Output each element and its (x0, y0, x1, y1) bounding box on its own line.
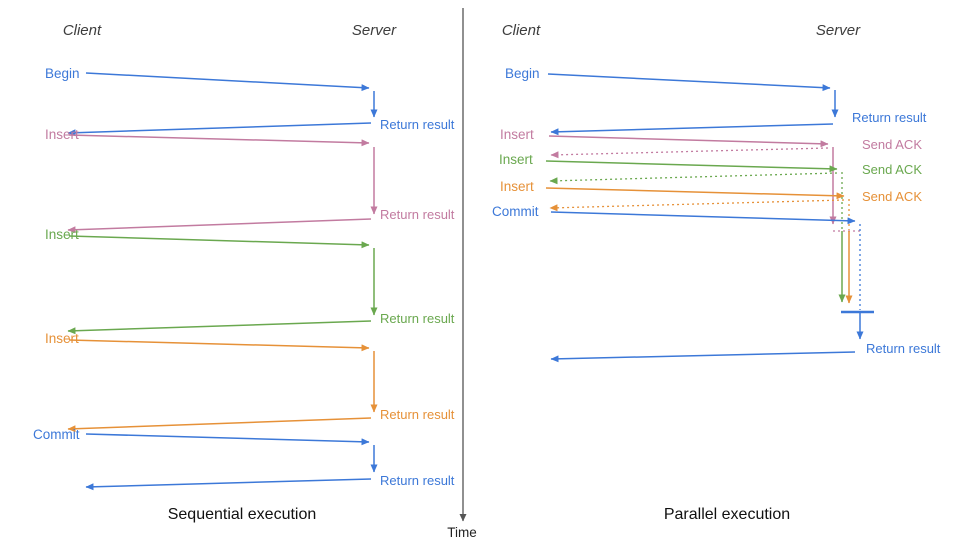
par-insert3-request-arrow (545, 187, 845, 200)
par-commit-exchange: Commit Return result (492, 204, 941, 363)
sequential-server-header: Server (352, 22, 397, 39)
seq-commit-exchange: Commit Return result (33, 427, 455, 491)
par-commit-request-arrow (550, 211, 856, 225)
parallel-panel: Client Server Begin Return result Insert… (492, 22, 941, 523)
sequential-panel: Client Server Begin Return result Insert… (33, 22, 455, 523)
par-insert2-ack-arrow (549, 172, 838, 185)
seq-insert2-return-arrow (67, 320, 372, 335)
seq-insert3-return-arrow (67, 417, 372, 433)
par-commit-return-arrow (550, 351, 856, 363)
seq-insert2-exchange: Insert Return result (45, 227, 455, 335)
time-axis-label: Time (447, 525, 477, 540)
sequential-client-header: Client (63, 22, 102, 39)
par-insert1-request-arrow (548, 135, 829, 148)
seq-begin-label: Begin (45, 66, 80, 81)
par-insert1-exchange: Insert Send ACK (500, 127, 922, 232)
par-insert1-ack-arrow (550, 147, 829, 159)
seq-commit-response-label: Return result (380, 473, 455, 488)
par-insert2-response-label: Send ACK (862, 162, 922, 177)
seq-insert1-label: Insert (45, 127, 79, 142)
sequential-caption: Sequential execution (168, 506, 317, 523)
seq-commit-label: Commit (33, 427, 80, 442)
seq-begin-return-arrow (67, 122, 372, 137)
seq-begin-response-label: Return result (380, 117, 455, 132)
seq-insert3-response-label: Return result (380, 407, 455, 422)
seq-insert3-exchange: Insert Return result (45, 331, 455, 433)
seq-insert1-exchange: Insert Return result (45, 127, 455, 234)
par-insert3-exchange: Insert Send ACK (500, 179, 922, 304)
seq-begin-request-arrow (85, 72, 370, 92)
par-insert2-exchange: Insert Send ACK (499, 152, 922, 303)
seq-begin-exchange: Begin Return result (45, 66, 455, 137)
par-insert3-response-label: Send ACK (862, 189, 922, 204)
par-insert3-label: Insert (500, 179, 534, 194)
par-begin-response-label: Return result (852, 110, 927, 125)
seq-insert1-return-arrow (67, 218, 372, 234)
par-begin-request-arrow (547, 73, 831, 92)
parallel-caption: Parallel execution (664, 506, 790, 523)
seq-insert3-request-arrow (68, 339, 370, 352)
seq-insert1-request-arrow (68, 134, 370, 147)
parallel-server-header: Server (816, 22, 861, 39)
par-insert2-label: Insert (499, 152, 533, 167)
par-begin-exchange: Begin Return result (505, 66, 927, 136)
seq-insert2-response-label: Return result (380, 311, 455, 326)
time-axis: Time (447, 8, 477, 540)
seq-commit-return-arrow (85, 478, 372, 491)
parallel-client-header: Client (502, 22, 541, 39)
seq-commit-request-arrow (85, 433, 370, 446)
par-insert2-request-arrow (545, 160, 838, 173)
par-begin-return-arrow (550, 123, 834, 136)
par-commit-response-label: Return result (866, 341, 941, 356)
seq-insert2-label: Insert (45, 227, 79, 242)
par-insert1-label: Insert (500, 127, 534, 142)
par-begin-label: Begin (505, 66, 540, 81)
par-insert3-ack-arrow (549, 199, 845, 212)
seq-insert3-label: Insert (45, 331, 79, 346)
par-insert1-response-label: Send ACK (862, 137, 922, 152)
seq-insert1-response-label: Return result (380, 207, 455, 222)
par-commit-label: Commit (492, 204, 539, 219)
seq-insert2-request-arrow (68, 235, 370, 249)
